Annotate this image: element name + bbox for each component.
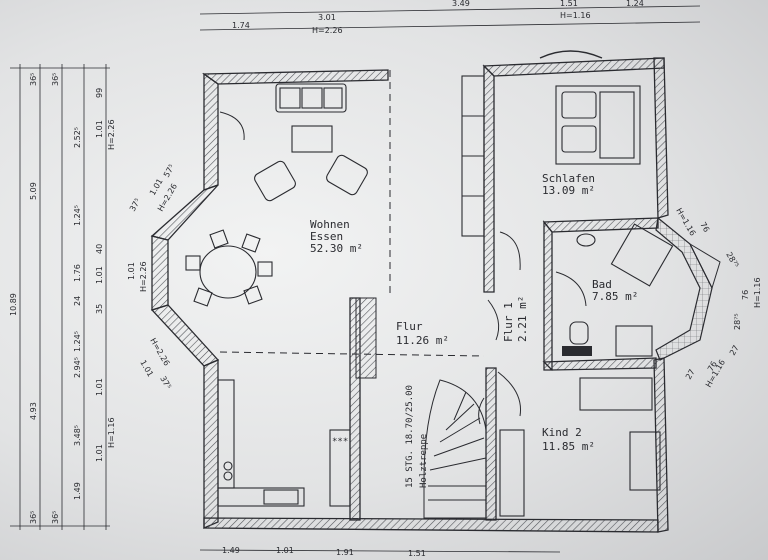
dim-right-5: 28⁷⁵ — [733, 313, 742, 330]
right-dimensions: H=1.16 76 28⁷⁵ 76 H=1.16 28⁷⁵ 27 76 27 H… — [674, 207, 762, 390]
dim-diag2-1: H=2.26 — [148, 337, 171, 368]
dim-col2-6: 35 — [95, 304, 104, 314]
dim-col1-3: 24 — [73, 296, 82, 306]
room-labels: Wohnen Essen 52.30 m² Schlafen 13.09 m² … — [310, 172, 638, 488]
dim-col1-7: 1.49 — [73, 482, 82, 500]
dim-col1-6: 3.48⁵ — [73, 425, 82, 446]
area-flur1: 2.21 m² — [516, 296, 529, 342]
dim-col2-4: 40 — [95, 244, 104, 254]
dim-bottom-2: 1.01 — [276, 546, 294, 555]
dim-right-6: 27 — [684, 368, 697, 381]
label-bad: Bad — [592, 278, 612, 291]
dim-left-top-a: 36⁵ — [29, 73, 38, 86]
dim-top-1: 1.74 — [232, 21, 250, 30]
dim-right-4: H=1.16 — [753, 277, 762, 308]
shaft — [562, 346, 592, 356]
dim-top-2: 3.01 — [318, 13, 336, 22]
dim-top-7: 1.24 — [626, 0, 644, 8]
dim-diag1-0: 1.01 — [148, 177, 165, 197]
dim-top-4: 3.49 — [452, 0, 470, 8]
dim-left-mid-2: 4.93 — [29, 402, 38, 420]
dim-diag2-2: 37⁵ — [158, 375, 172, 391]
dim-right-9: H=1.16 — [704, 358, 727, 389]
dim-top-5: 1.51 — [560, 0, 578, 8]
dashed-beams — [219, 70, 485, 357]
dimension-lines — [10, 5, 701, 553]
dim-bottom-1: 1.49 — [222, 546, 240, 555]
label-wohnen: Wohnen — [310, 218, 350, 231]
dim-col1-1: 1.24⁵ — [73, 205, 82, 226]
stair-label: 15 STG. 18.70/25.00 — [405, 385, 415, 488]
dim-left-mid-1: 5.09 — [29, 182, 38, 200]
dim-right-8: 27 — [728, 344, 741, 357]
area-kind2: 11.85 m² — [542, 440, 595, 453]
dim-col2-8: H=1.16 — [107, 417, 116, 448]
window-bay-top — [539, 50, 603, 59]
dim-col2-1: 1.01 — [95, 120, 104, 138]
area-schlafen: 13.09 m² — [542, 184, 595, 197]
dim-bottom-4: 1.51 — [408, 549, 426, 558]
dim-left-top-b: 36⁵ — [51, 73, 60, 86]
dim-right-1: 76 — [698, 221, 711, 234]
dim-right-3: 76 — [741, 290, 750, 300]
dim-top-3: H=2.26 — [312, 26, 343, 35]
dim-col2-7: 1.01 — [95, 444, 104, 462]
dim-col1-4: 1.24⁵ — [73, 331, 82, 352]
stair-material: Holztreppe — [419, 434, 429, 488]
dim-right-0: H=1.16 — [674, 207, 697, 238]
label-flur1: Flur 1 — [502, 302, 515, 342]
dim-bottom-3: 1.91 — [336, 548, 354, 557]
dim-col1-5: 2.94⁵ — [73, 357, 82, 378]
stairs — [423, 379, 487, 519]
dim-top-6: H=1.16 — [560, 11, 591, 20]
label-flur: Flur — [396, 320, 423, 333]
dim-col2-2: H=2.26 — [107, 119, 116, 150]
label-kind2: Kind 2 — [542, 426, 582, 439]
dim-diag2-0: 1.01 — [138, 359, 155, 379]
hob-symbol: *** — [332, 437, 348, 447]
dim-left-outer: 10.89 — [9, 293, 18, 316]
label-essen: Essen — [310, 230, 343, 243]
dim-right-7: 76 — [706, 360, 719, 373]
dim-bay-0: H=2.26 — [139, 261, 148, 292]
exterior-walls — [150, 57, 669, 533]
dim-col2-3: 1.01 — [95, 266, 104, 284]
dim-diag1-1: 57⁵ — [162, 163, 176, 179]
label-schlafen: Schlafen — [542, 172, 595, 185]
dim-col1-2: 1.76 — [73, 264, 82, 282]
dim-col2-0: 99 — [95, 88, 104, 98]
doors — [219, 111, 587, 425]
area-flur: 11.26 m² — [396, 334, 449, 347]
dim-col1-0: 2.52⁵ — [73, 127, 82, 148]
dim-left-bottom-a: 36⁵ — [29, 511, 38, 524]
top-dimensions: 1.74 3.01 H=2.26 3.49 1.51 H=1.16 1.24 — [232, 0, 644, 35]
area-bad: 7.85 m² — [592, 290, 638, 303]
chimney — [355, 297, 377, 379]
dim-left-bottom-b: 36⁵ — [51, 511, 60, 524]
dim-bay-1: 1.01 — [127, 262, 136, 280]
bath-bay — [655, 216, 721, 361]
dim-right-2: 28⁷⁵ — [724, 251, 740, 270]
area-wohnen: 52.30 m² — [310, 242, 363, 255]
dim-col2-5: 1.01 — [95, 378, 104, 396]
furniture — [185, 75, 674, 517]
dim-diag1-2: 37⁵ — [128, 197, 142, 213]
bottom-dimensions: 1.49 1.01 1.91 1.51 — [222, 546, 426, 558]
